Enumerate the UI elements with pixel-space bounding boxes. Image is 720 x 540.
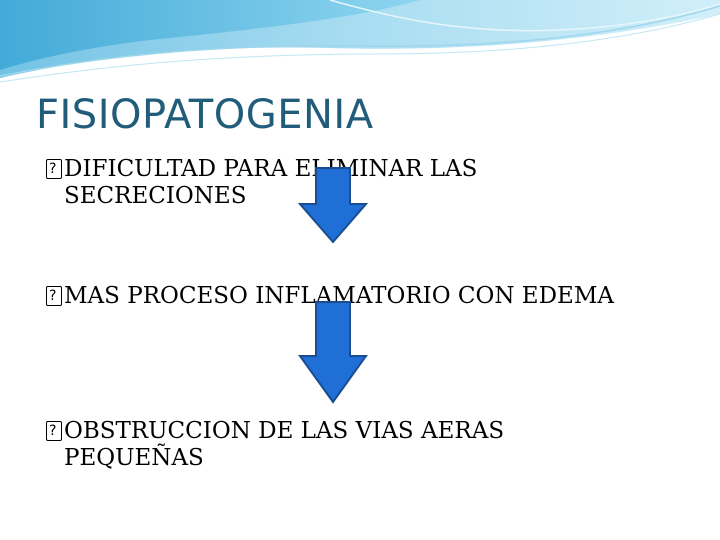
bullet-item: OBSTRUCCION DE LAS VIAS AERAS PEQUEÑAS xyxy=(46,418,504,472)
down-arrow-icon xyxy=(298,301,368,404)
down-arrow-icon xyxy=(298,167,368,244)
bullet-text: MAS PROCESO INFLAMATORIO CON EDEMA xyxy=(64,283,614,309)
missing-glyph-icon xyxy=(46,283,62,310)
bullet-text: DIFICULTAD PARA ELIMINAR LAS SECRECIONES xyxy=(64,156,478,209)
missing-glyph-icon xyxy=(46,156,62,183)
bullet-item: MAS PROCESO INFLAMATORIO CON EDEMA xyxy=(46,283,614,310)
slide-title: FISIOPATOGENIA xyxy=(36,92,374,138)
bullet-item: DIFICULTAD PARA ELIMINAR LAS SECRECIONES xyxy=(46,156,477,210)
bullet-text: OBSTRUCCION DE LAS VIAS AERAS PEQUEÑAS xyxy=(64,418,505,471)
missing-glyph-icon xyxy=(46,418,62,445)
header-wave-decoration xyxy=(0,0,720,83)
